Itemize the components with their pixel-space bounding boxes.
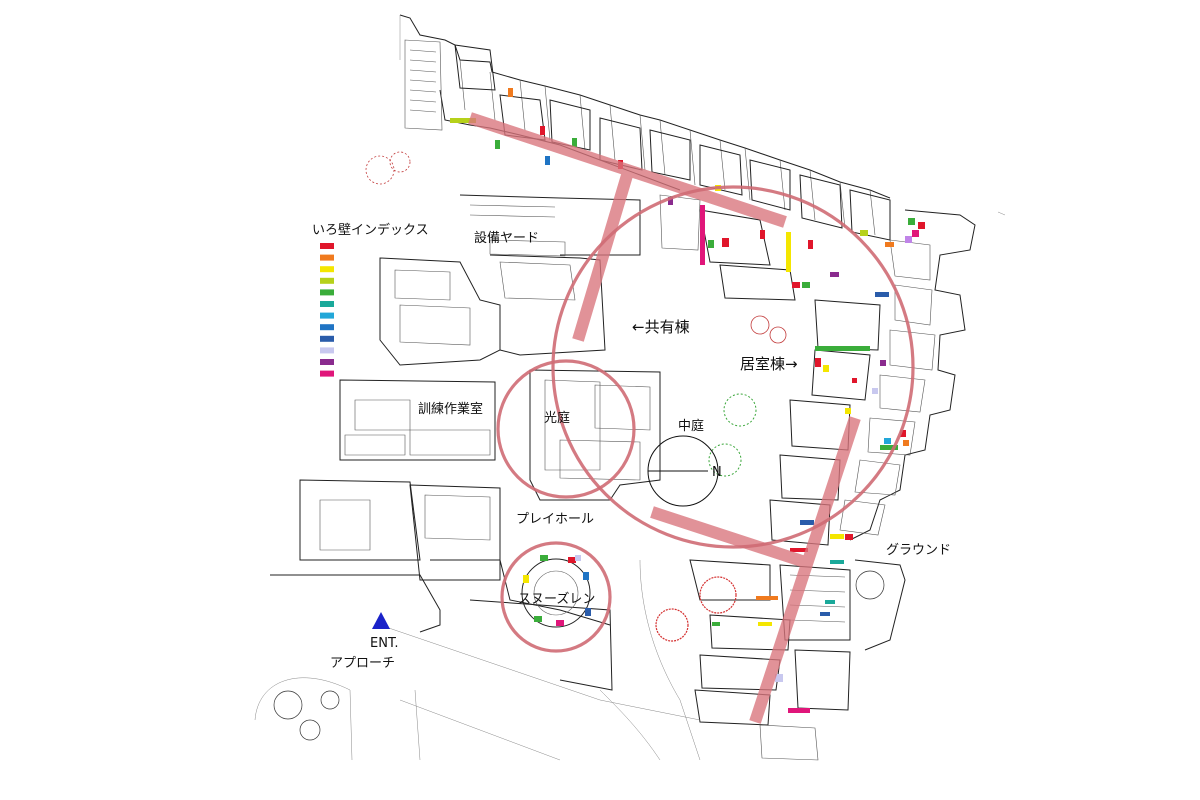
approach-label: アプローチ [330,656,395,671]
index-swatch [320,301,334,307]
training-room-label: 訓練作業室 [418,401,483,417]
entrance-label: ENT. [370,636,398,651]
north-label: N [712,465,722,480]
index-swatch [320,370,334,377]
zone-circles [496,185,915,653]
index-swatch [320,324,334,331]
index-swatch [320,312,334,319]
index-swatch [320,289,334,296]
snoezelen-panels [521,555,591,628]
shared-axis-band [572,170,634,342]
residential-wing-label: 居室棟→ [740,355,798,373]
index-swatch [320,277,334,284]
north-axis-band [468,112,787,228]
index-title: いろ壁インデックス [312,222,429,238]
ground-label: グラウンド [886,543,951,558]
south-axis-band [650,506,807,568]
axis-bands [468,112,861,724]
trees [273,151,885,741]
building-walls [254,14,1006,761]
light-court-circle [496,359,636,499]
snoezelen-label: スヌーズレン [518,591,595,607]
entrance-marker [372,612,390,629]
color-walls [450,88,925,713]
index-swatch [320,335,334,342]
index-swatch [320,347,334,354]
shared-wing-label: ←共有棟 [632,318,690,336]
index-swatch [320,254,334,261]
east-axis-band [749,416,861,724]
color-index-legend: いろ壁インデックス [312,222,429,377]
north-compass: N [647,435,722,507]
index-swatch [320,243,334,249]
play-hall-label: プレイホール [516,512,594,527]
central-court-label: 中庭 [678,418,704,434]
snoezelen-circle [500,541,612,653]
setsubi-yard-label: 設備ヤード [474,230,539,246]
central-court-circle [551,185,915,549]
index-swatch [320,359,334,365]
index-swatch [320,266,334,273]
light-court-label: 光庭 [544,410,570,426]
